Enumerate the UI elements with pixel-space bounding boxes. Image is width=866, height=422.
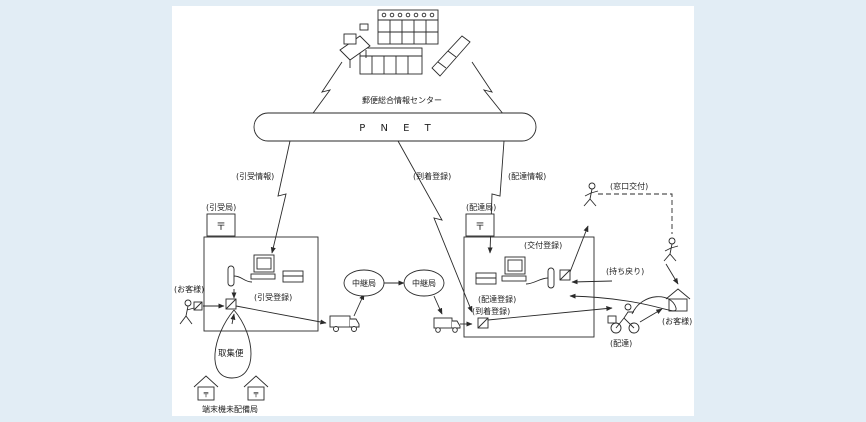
right-customer-label: (お客様) — [662, 316, 692, 326]
pickup-loop — [214, 309, 252, 379]
relay-2-label: 中継局 — [412, 278, 436, 288]
terminal-less-office-houses-icon: 〒 〒 — [193, 375, 269, 401]
center-link-right — [471, 61, 509, 121]
pnet-network-diagram: 郵便総合情報センター P N E T (引受情報) (到着登録) (配達情報) … — [174, 9, 692, 414]
pickup-label: 取集便 — [218, 348, 244, 359]
haitatsu-touroku-label: (配達登録) — [478, 294, 516, 304]
touchaku-touroku-office-label: (到着登録) — [472, 306, 510, 316]
right-office-name: (配達局) — [466, 202, 496, 212]
right-customer-house-icon — [665, 288, 691, 312]
mochimodori-loop — [569, 293, 677, 315]
mochimodori-label: (持ち戻り) — [606, 266, 644, 276]
truck-2-icon — [433, 317, 461, 333]
computer-center-equipment-icon — [339, 9, 471, 77]
terminal-less-offices-label: 端末機未配備局 — [202, 404, 258, 414]
left-office-name: (引受局) — [206, 202, 236, 212]
left-customer-label: (お客様) — [174, 284, 204, 294]
center-label: 郵便総合情報センター — [362, 95, 442, 105]
relay-2-node — [403, 269, 445, 297]
touchaku-touroku-link — [397, 140, 473, 313]
koufu-touroku-label: (交付登録) — [524, 240, 562, 250]
hikiuke-info-link — [270, 140, 291, 254]
svg-text:〒: 〒 — [203, 391, 210, 399]
haitatsu-label: (配達) — [610, 338, 632, 348]
madoguchi-dashed-route — [598, 193, 673, 234]
window-delivery-runner-icon — [583, 182, 599, 207]
left-terminal-label: (引受登録) — [254, 292, 292, 302]
right-office-building — [463, 236, 595, 338]
left-terminal-icon — [227, 254, 304, 287]
relay-1-label: 中継局 — [352, 278, 376, 288]
right-terminal-icon — [475, 256, 555, 289]
left-customer-person-icon — [179, 299, 203, 325]
diagram-sheet: 郵便総合情報センター P N E T (引受情報) (到着登録) (配達情報) … — [172, 6, 694, 416]
walking-person-icon — [663, 237, 679, 262]
svg-text:〒: 〒 — [253, 391, 260, 399]
madoguchi-koufu-label: (窓口交付) — [610, 181, 648, 191]
left-office-building — [203, 236, 319, 332]
pnet-label: P N E T — [359, 123, 436, 134]
left-office-postal-mark: 〒 — [216, 222, 226, 233]
center-link-left — [307, 61, 343, 121]
truck-1-icon — [329, 315, 360, 332]
right-office-postal-mark: 〒 — [475, 222, 485, 233]
touchaku-touroku-link-label: (到着登録) — [413, 171, 451, 181]
right-office-postbox-icon — [465, 213, 495, 237]
delivery-motorbike-icon — [607, 303, 640, 334]
haitatsu-info-label: (配達情報) — [508, 171, 546, 181]
hikiuke-info-label: (引受情報) — [236, 171, 274, 181]
pnet-network-bar — [253, 112, 537, 142]
left-office-postbox-icon — [206, 213, 236, 237]
